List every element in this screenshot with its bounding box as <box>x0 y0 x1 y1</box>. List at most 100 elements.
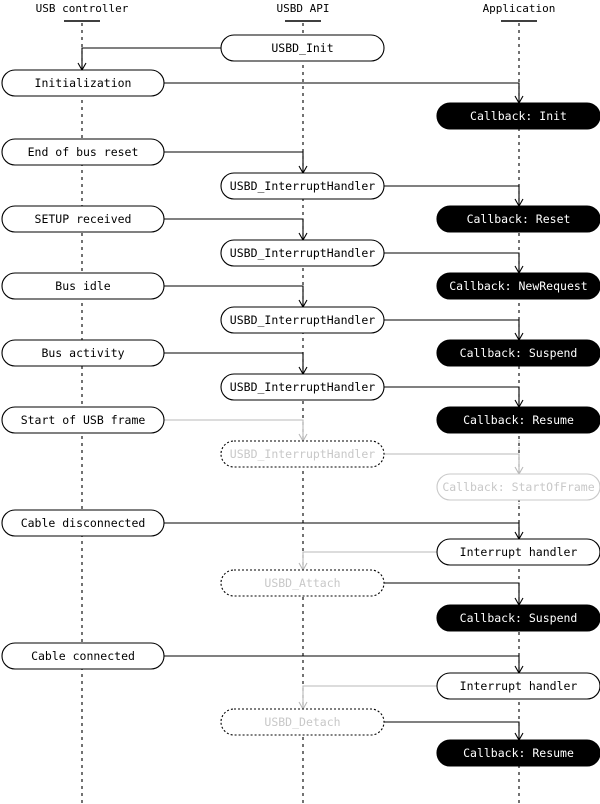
node-label: USBD_Init <box>271 41 333 55</box>
node-label: USBD_InterruptHandler <box>230 179 375 193</box>
node-shape[interactable] <box>220 373 385 401</box>
message-path <box>164 522 520 538</box>
node-label: USBD_InterruptHandler <box>230 447 375 461</box>
message-path <box>384 453 520 473</box>
node-n-ih-4[interactable]: USBD_InterruptHandler <box>220 373 385 401</box>
message-path <box>164 352 304 373</box>
node-n-cable-conn[interactable]: Cable connected <box>1 642 165 670</box>
node-n-end-bus-reset[interactable]: End of bus reset <box>1 138 165 166</box>
message-m-14 <box>298 551 437 572</box>
node-shape[interactable] <box>436 672 600 700</box>
node-n-cb-suspend-2[interactable]: Callback: Suspend <box>436 604 600 632</box>
node-shape[interactable] <box>1 406 165 434</box>
node-shape[interactable] <box>220 440 385 468</box>
node-n-ih-5[interactable]: USBD_InterruptHandler <box>220 440 385 468</box>
node-label: SETUP received <box>35 212 132 226</box>
message-path <box>164 151 304 172</box>
message-path <box>164 285 304 306</box>
message-m-16 <box>164 655 524 675</box>
message-path <box>384 185 520 205</box>
node-label: Cable disconnected <box>21 516 146 530</box>
message-m-05 <box>164 218 308 242</box>
node-label: Bus idle <box>55 279 110 293</box>
node-shape[interactable] <box>220 34 385 62</box>
node-shape[interactable] <box>1 205 165 233</box>
node-shape[interactable] <box>1 272 165 300</box>
node-n-ih-2[interactable]: USBD_InterruptHandler <box>220 239 385 267</box>
node-label: Start of USB frame <box>21 413 146 427</box>
node-n-cb-reset[interactable]: Callback: Reset <box>436 205 600 233</box>
message-m-01 <box>77 47 221 72</box>
node-label: USBD_Detach <box>264 715 340 729</box>
node-n-bus-idle[interactable]: Bus idle <box>1 272 165 300</box>
node-n-irq-handler-1[interactable]: Interrupt handler <box>436 538 600 566</box>
node-n-setup-received[interactable]: SETUP received <box>1 205 165 233</box>
message-m-12 <box>384 453 524 476</box>
node-shape[interactable] <box>220 172 385 200</box>
node-n-ih-1[interactable]: USBD_InterruptHandler <box>220 172 385 200</box>
message-path <box>164 419 304 440</box>
messages-layer <box>77 47 524 742</box>
node-n-cb-resume-1[interactable]: Callback: Resume <box>436 406 600 434</box>
node-shape[interactable] <box>1 339 165 367</box>
node-shape[interactable] <box>436 739 600 767</box>
message-m-10 <box>384 386 524 409</box>
message-path <box>164 82 520 102</box>
message-path <box>302 685 437 708</box>
node-shape[interactable] <box>436 339 600 367</box>
node-n-usbd-attach[interactable]: USBD_Attach <box>220 569 385 597</box>
message-m-11 <box>164 419 308 443</box>
node-label: Bus activity <box>41 346 124 360</box>
node-n-bus-activity[interactable]: Bus activity <box>1 339 165 367</box>
message-m-15 <box>384 582 524 607</box>
message-path <box>384 386 520 406</box>
node-n-cb-startofframe[interactable]: Callback: StartOfFrame <box>436 473 600 501</box>
node-n-irq-handler-2[interactable]: Interrupt handler <box>436 672 600 700</box>
node-label: Callback: NewRequest <box>449 279 587 293</box>
node-shape[interactable] <box>436 473 600 501</box>
node-label: Cable connected <box>31 649 135 663</box>
node-n-cb-suspend-1[interactable]: Callback: Suspend <box>436 339 600 367</box>
node-shape[interactable] <box>220 569 385 597</box>
node-shape[interactable] <box>436 272 600 300</box>
message-path <box>302 551 437 569</box>
node-n-cb-resume-2[interactable]: Callback: Resume <box>436 739 600 767</box>
node-n-start-usb-frame[interactable]: Start of USB frame <box>1 406 165 434</box>
node-label: Initialization <box>35 76 132 90</box>
message-m-08 <box>384 319 524 342</box>
message-m-13 <box>164 522 524 541</box>
node-shape[interactable] <box>436 205 600 233</box>
node-shape[interactable] <box>1 642 165 670</box>
node-label: Callback: StartOfFrame <box>442 480 594 494</box>
node-shape[interactable] <box>436 538 600 566</box>
message-path <box>384 721 520 739</box>
node-shape[interactable] <box>1 138 165 166</box>
node-n-cb-init[interactable]: Callback: Init <box>436 102 600 130</box>
node-label: End of bus reset <box>28 145 139 159</box>
node-label: Callback: Resume <box>463 413 574 427</box>
node-label: Interrupt handler <box>460 679 578 693</box>
node-shape[interactable] <box>436 406 600 434</box>
message-m-07 <box>164 285 308 309</box>
node-shape[interactable] <box>436 604 600 632</box>
node-label: USBD_InterruptHandler <box>230 313 375 327</box>
node-n-cb-newrequest[interactable]: Callback: NewRequest <box>436 272 600 300</box>
node-shape[interactable] <box>1 69 165 97</box>
node-shape[interactable] <box>220 306 385 334</box>
lane-title-usbd-api: USBD API <box>277 2 330 15</box>
node-shape[interactable] <box>220 708 385 736</box>
node-n-cable-disc[interactable]: Cable disconnected <box>1 509 165 537</box>
node-label: USBD_InterruptHandler <box>230 380 375 394</box>
message-m-03 <box>164 151 308 175</box>
node-n-usbd-init[interactable]: USBD_Init <box>220 34 385 62</box>
lane-title-usb-controller: USB controller <box>36 2 129 15</box>
node-shape[interactable] <box>1 509 165 537</box>
message-m-17 <box>298 685 437 711</box>
node-n-ih-3[interactable]: USBD_InterruptHandler <box>220 306 385 334</box>
node-n-usbd-detach[interactable]: USBD_Detach <box>220 708 385 736</box>
node-shape[interactable] <box>436 102 600 130</box>
message-m-06 <box>384 252 524 275</box>
node-shape[interactable] <box>220 239 385 267</box>
node-n-initialization[interactable]: Initialization <box>1 69 165 97</box>
